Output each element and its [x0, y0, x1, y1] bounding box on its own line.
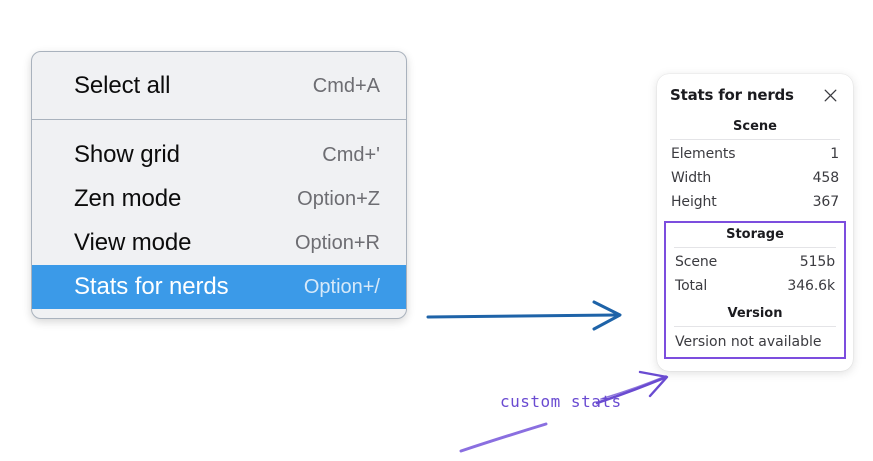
stat-key: Elements — [671, 146, 736, 162]
menu-item-label: Stats for nerds — [74, 273, 229, 300]
section-heading-version: Version — [727, 305, 783, 321]
menu-item-label: Show grid — [74, 141, 180, 168]
stat-row: Height 367 — [668, 191, 842, 215]
context-menu[interactable]: Select all Cmd+A Show grid Cmd+' Zen mod… — [31, 51, 407, 319]
stat-key: Height — [671, 193, 717, 210]
stat-row: Total 346.6k — [672, 275, 838, 299]
stat-row: Scene 515b — [672, 251, 838, 275]
flow-arrow-icon — [426, 300, 622, 331]
section-heading-scene: Scene — [733, 119, 777, 134]
stat-value: 367 — [812, 193, 840, 210]
annotation-label-custom-stats: custom stats — [500, 392, 622, 411]
menu-item-label: Zen mode — [74, 185, 182, 212]
section-rule — [674, 325, 836, 327]
menu-item-zen-mode[interactable]: Zen mode Option+Z — [32, 177, 406, 221]
menu-item-show-grid[interactable]: Show grid Cmd+' — [32, 133, 406, 177]
panel-header: Stats for nerds — [668, 86, 842, 104]
menu-item-shortcut: Cmd+' — [322, 143, 380, 166]
section-rule — [670, 139, 840, 140]
menu-item-stats-for-nerds[interactable]: Stats for nerds Option+/ — [32, 265, 406, 309]
stats-section-version: Version Version not available — [672, 299, 838, 352]
menu-group-2: Show grid Cmd+' Zen mode Option+Z View m… — [32, 120, 406, 318]
menu-item-select-all[interactable]: Select all Cmd+A — [32, 64, 406, 108]
stat-key: Scene — [675, 253, 718, 270]
menu-item-shortcut: Option+/ — [303, 275, 380, 298]
menu-item-label: Select all — [74, 72, 171, 99]
stat-value: 458 — [812, 169, 840, 186]
stats-section-storage: Storage Scene 515b Total 346.6k — [672, 226, 838, 299]
stat-value: 346.6k — [787, 277, 835, 294]
menu-item-view-mode[interactable]: View mode Option+R — [32, 221, 406, 265]
stat-value: 1 — [830, 146, 839, 162]
panel-title: Stats for nerds — [670, 86, 794, 104]
stat-row: Elements 1 — [668, 143, 842, 167]
section-heading-storage: Storage — [726, 226, 784, 242]
version-text: Version not available — [675, 333, 822, 350]
menu-item-shortcut: Option+R — [294, 231, 380, 254]
menu-item-label: View mode — [74, 229, 192, 256]
menu-divider — [32, 119, 406, 120]
stats-for-nerds-panel: Stats for nerds Scene Elements 1 Width 4… — [657, 74, 853, 371]
section-rule — [674, 246, 836, 248]
menu-item-shortcut: Cmd+A — [312, 74, 380, 97]
annotation-underline-stroke — [459, 422, 548, 453]
stat-key: Width — [671, 169, 712, 186]
stat-value: 515b — [799, 253, 835, 270]
stat-key: Total — [675, 277, 708, 294]
stat-row: Width 458 — [668, 167, 842, 191]
custom-stats-highlight-box: Storage Scene 515b Total 346.6k Version … — [664, 220, 846, 359]
menu-item-shortcut: Option+Z — [297, 187, 380, 210]
menu-group-1: Select all Cmd+A — [32, 52, 406, 119]
close-icon[interactable] — [822, 87, 839, 104]
stats-section-scene: Scene Elements 1 Width 458 Height 367 — [668, 118, 842, 215]
